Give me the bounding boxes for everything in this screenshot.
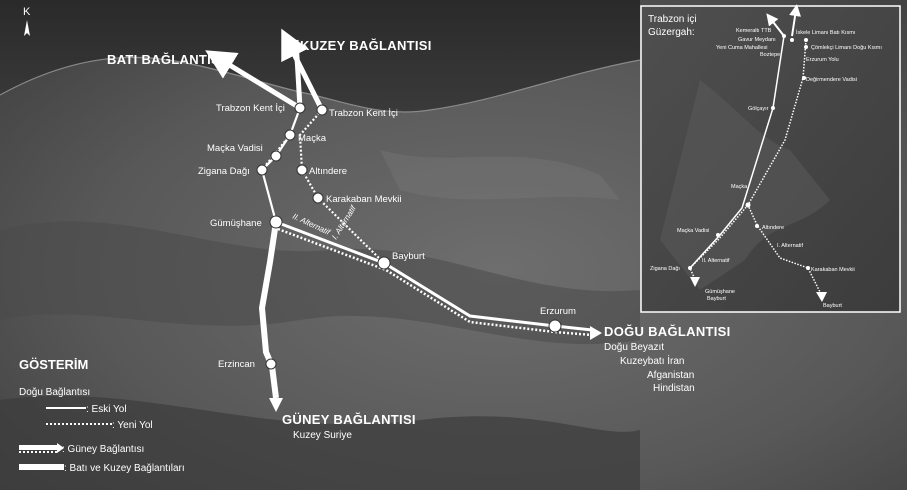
inset-label-degirmendere: Değirmendere Vadisi <box>806 77 857 83</box>
inset-label-kemerali: Kemeraltı TTB <box>736 28 772 34</box>
inset-label-bayburt-a: Bayburt <box>707 296 726 302</box>
label-east-sub-3: Afganistan <box>647 370 694 381</box>
north-connection-line <box>281 28 325 112</box>
inset-label-macka-vadisi: Maçka Vadisi <box>677 228 709 234</box>
ridge-highlight <box>380 150 620 200</box>
stop-macka <box>284 129 296 141</box>
legend-west-north: : Batı ve Kuzey Bağlantıları <box>64 463 185 474</box>
stop-altindere <box>296 164 308 176</box>
label-east-connection: DOĞU BAĞLANTISI <box>604 324 731 339</box>
label-zigana: Zigana Dağı <box>198 166 250 177</box>
inset-stop-11 <box>806 266 810 270</box>
legend-south: : Güney Bağlantısı <box>62 444 144 455</box>
south-connection-line <box>258 221 279 399</box>
inset-label-karakaban: Karakaban Mevkii <box>811 267 855 273</box>
dark-valley <box>0 395 640 490</box>
label-south-sub: Kuzey Suriye <box>293 430 352 441</box>
inset-new-road <box>747 39 821 293</box>
inset-stop-3 <box>804 38 808 42</box>
black-sea <box>0 0 640 113</box>
stop-zigana <box>256 164 268 176</box>
label-east-sub-4: Hindistan <box>653 383 695 394</box>
inset-new-road-2 <box>689 204 749 283</box>
legend-group: Doğu Bağlantısı <box>19 387 90 398</box>
inset-stop-6 <box>771 106 775 110</box>
label-south-connection: GÜNEY BAĞLANTISI <box>282 412 416 427</box>
inset-label-altindere: Altındere <box>762 225 784 231</box>
north-connection-line-2 <box>293 39 303 109</box>
new-road-line-2 <box>261 134 291 171</box>
stop-trabzon-east <box>316 104 328 116</box>
inset-stop-2 <box>790 38 794 42</box>
stop-erzurum <box>548 319 562 333</box>
inset-north-arrow-2 <box>789 4 802 37</box>
label-gumushane: Gümüşhane <box>210 218 262 229</box>
svg-text:K: K <box>23 6 31 18</box>
legend-new-road: : Yeni Yol <box>112 420 153 431</box>
label-trabzon-east: Trabzon Kent İçi <box>329 108 398 119</box>
inset-label-zigana: Zigana Dağı <box>650 266 680 272</box>
east-connection-dotted <box>277 227 593 337</box>
mountain-band <box>0 221 640 345</box>
north-arrow-icon: K <box>23 6 31 36</box>
east-arrow-icon <box>590 326 602 340</box>
inset-label-bayburt-b: Bayburt <box>823 303 842 309</box>
stop-bayburt <box>377 256 391 270</box>
legend: GÖSTERİM Doğu Bağlantısı : Eski Yol : Ye… <box>19 357 185 474</box>
label-erzurum: Erzurum <box>540 306 576 317</box>
inset-label-liman-dogu: Çömlekçi Limanı Doğu Kısmı <box>811 45 882 51</box>
inset-label-liman-bati: İskele Limanı Batı Kısmı <box>796 29 855 36</box>
label-trabzon-west: Trabzon Kent İçi <box>216 103 285 114</box>
inset-stop-5 <box>802 76 806 80</box>
inset-label-macka: Maçka <box>731 184 748 190</box>
stop-gumushane <box>269 215 283 229</box>
inset-label-alt2: II. Alternatif <box>702 258 730 264</box>
label-north-connection: KUZEY BAĞLANTISI <box>300 38 432 53</box>
stop-karakaban <box>312 192 324 204</box>
stop-macka-vadisi <box>270 150 282 162</box>
inset-label-gavur: Gavur Meydanı <box>738 37 776 43</box>
west-connection-line <box>205 50 302 111</box>
inset-label-alt1: I. Alternatif <box>777 243 803 249</box>
label-karakaban: Karakaban Mevkii <box>326 194 402 205</box>
label-macka: Maçka <box>298 133 327 144</box>
inset-south-arrow <box>690 277 700 287</box>
inset-stop-4 <box>804 45 808 49</box>
inset-map: Trabzon içi Güzergah: Kemeraltı TTB Gavu… <box>640 4 901 313</box>
label-bayburt: Bayburt <box>392 251 425 262</box>
stop-erzincan <box>265 358 277 370</box>
stop-trabzon-west <box>294 102 306 114</box>
label-east-sub-2: Kuzeybatı İran <box>620 354 684 367</box>
inset-old-road <box>689 35 785 269</box>
east-connection-solid <box>275 220 593 332</box>
inset-east-arrow <box>816 292 827 302</box>
label-macka-vadisi: Maçka Vadisi <box>207 143 263 154</box>
inset-stop-10 <box>688 266 692 270</box>
inset-north-arrow-1 <box>766 13 785 37</box>
inset-stop-7 <box>745 202 751 208</box>
legend-west-north-swatch <box>19 464 64 470</box>
inset-label-gumushane: Gümüşhane <box>705 289 735 295</box>
inset-stop-1 <box>782 34 786 38</box>
label-altindere: Altındere <box>309 166 347 177</box>
label-erzincan: Erzincan <box>218 359 255 370</box>
inset-title-line1: Trabzon içi <box>648 14 697 25</box>
inset-label-erzurum-yolu: Erzurum Yolu <box>806 57 839 63</box>
south-arrow-icon <box>269 398 283 412</box>
legend-south-swatch <box>19 445 57 450</box>
inset-label-boztepe: Boztepe <box>760 52 780 58</box>
inset-label-golcayir: Gölçayır <box>748 106 769 112</box>
legend-old-road: : Eski Yol <box>86 404 127 415</box>
inset-stop-8 <box>716 233 720 237</box>
label-west-connection: BATI BAĞLANTISI <box>107 52 224 67</box>
inset-title-line2: Güzergah: <box>648 27 695 38</box>
label-east-sub-1: Doğu Beyazıt <box>604 342 664 353</box>
inset-stop-9 <box>755 224 759 228</box>
inset-label-yenicuma: Yeni Cuma Mahallesi <box>716 45 767 51</box>
legend-title: GÖSTERİM <box>19 357 88 372</box>
